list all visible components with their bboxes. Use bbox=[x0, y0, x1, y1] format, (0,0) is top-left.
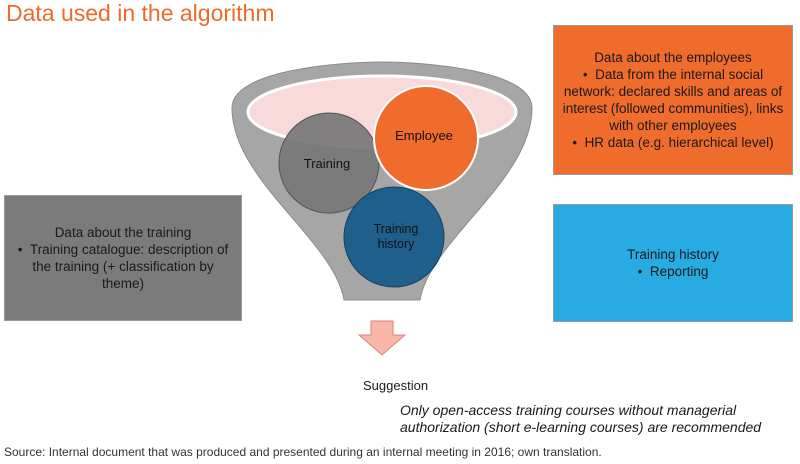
circle-training-history bbox=[343, 186, 445, 288]
suggestion-label: Suggestion bbox=[363, 378, 429, 393]
employee-data-list: Data from the internal social network: d… bbox=[562, 66, 784, 151]
circle-history-label-line2: history bbox=[378, 237, 416, 251]
training-data-list: Training catalogue: description of the t… bbox=[13, 241, 233, 292]
arrow-down-icon bbox=[357, 320, 407, 356]
recommendation-note: Only open-access training courses withou… bbox=[400, 402, 762, 435]
page-title: Data used in the algorithm bbox=[6, 0, 275, 26]
employee-data-bullet: HR data (e.g. hierarchical level) bbox=[562, 134, 784, 151]
circle-employee-label: Employee bbox=[395, 128, 453, 143]
employee-data-bullet: Data from the internal social network: d… bbox=[562, 66, 784, 134]
training-data-bullet: Training catalogue: description of the t… bbox=[13, 241, 233, 292]
employee-data-box: Data about the employees Data from the i… bbox=[553, 25, 793, 175]
training-history-list: Reporting bbox=[562, 263, 784, 280]
circle-training-label: Training bbox=[304, 156, 350, 171]
employee-data-heading: Data about the employees bbox=[594, 50, 752, 65]
training-history-heading: Training history bbox=[627, 247, 719, 262]
circle-history-label-line1: Training bbox=[374, 222, 419, 236]
training-data-box: Data about the training Training catalog… bbox=[4, 195, 242, 321]
circle-employee bbox=[373, 85, 479, 191]
training-history-bullet: Reporting bbox=[562, 263, 784, 280]
source-caption: Source: Internal document that was produ… bbox=[4, 445, 602, 459]
circle-training bbox=[278, 112, 380, 214]
training-data-heading: Data about the training bbox=[54, 225, 192, 240]
training-history-box: Training history Reporting bbox=[553, 204, 793, 322]
